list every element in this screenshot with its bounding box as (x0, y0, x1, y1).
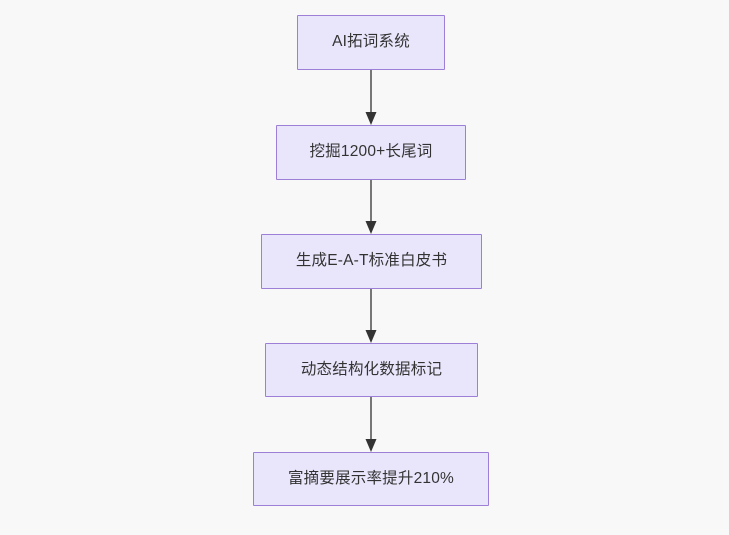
flow-node-ai-keyword-system[interactable]: AI拓词系统 (297, 15, 445, 70)
edge-node2-node3 (365, 289, 377, 343)
flow-node-dynamic-structured-data-markup[interactable]: 动态结构化数据标记 (265, 343, 478, 397)
edge-node0-node1 (365, 70, 377, 125)
flow-node-label: 挖掘1200+长尾词 (309, 143, 433, 161)
flow-node-rich-snippet-rate-increase[interactable]: 富摘要展示率提升210% (253, 452, 489, 506)
flow-node-label: AI拓词系统 (332, 33, 410, 51)
edge-node1-node2 (365, 180, 377, 234)
flow-node-label: 生成E-A-T标准白皮书 (295, 252, 448, 270)
flow-node-generate-eat-whitepaper[interactable]: 生成E-A-T标准白皮书 (261, 234, 482, 289)
flow-node-label: 动态结构化数据标记 (300, 360, 443, 378)
edge-node3-node4 (365, 397, 377, 452)
flow-node-mine-longtail-keywords[interactable]: 挖掘1200+长尾词 (276, 125, 466, 180)
flow-node-label: 富摘要展示率提升210% (287, 469, 455, 487)
